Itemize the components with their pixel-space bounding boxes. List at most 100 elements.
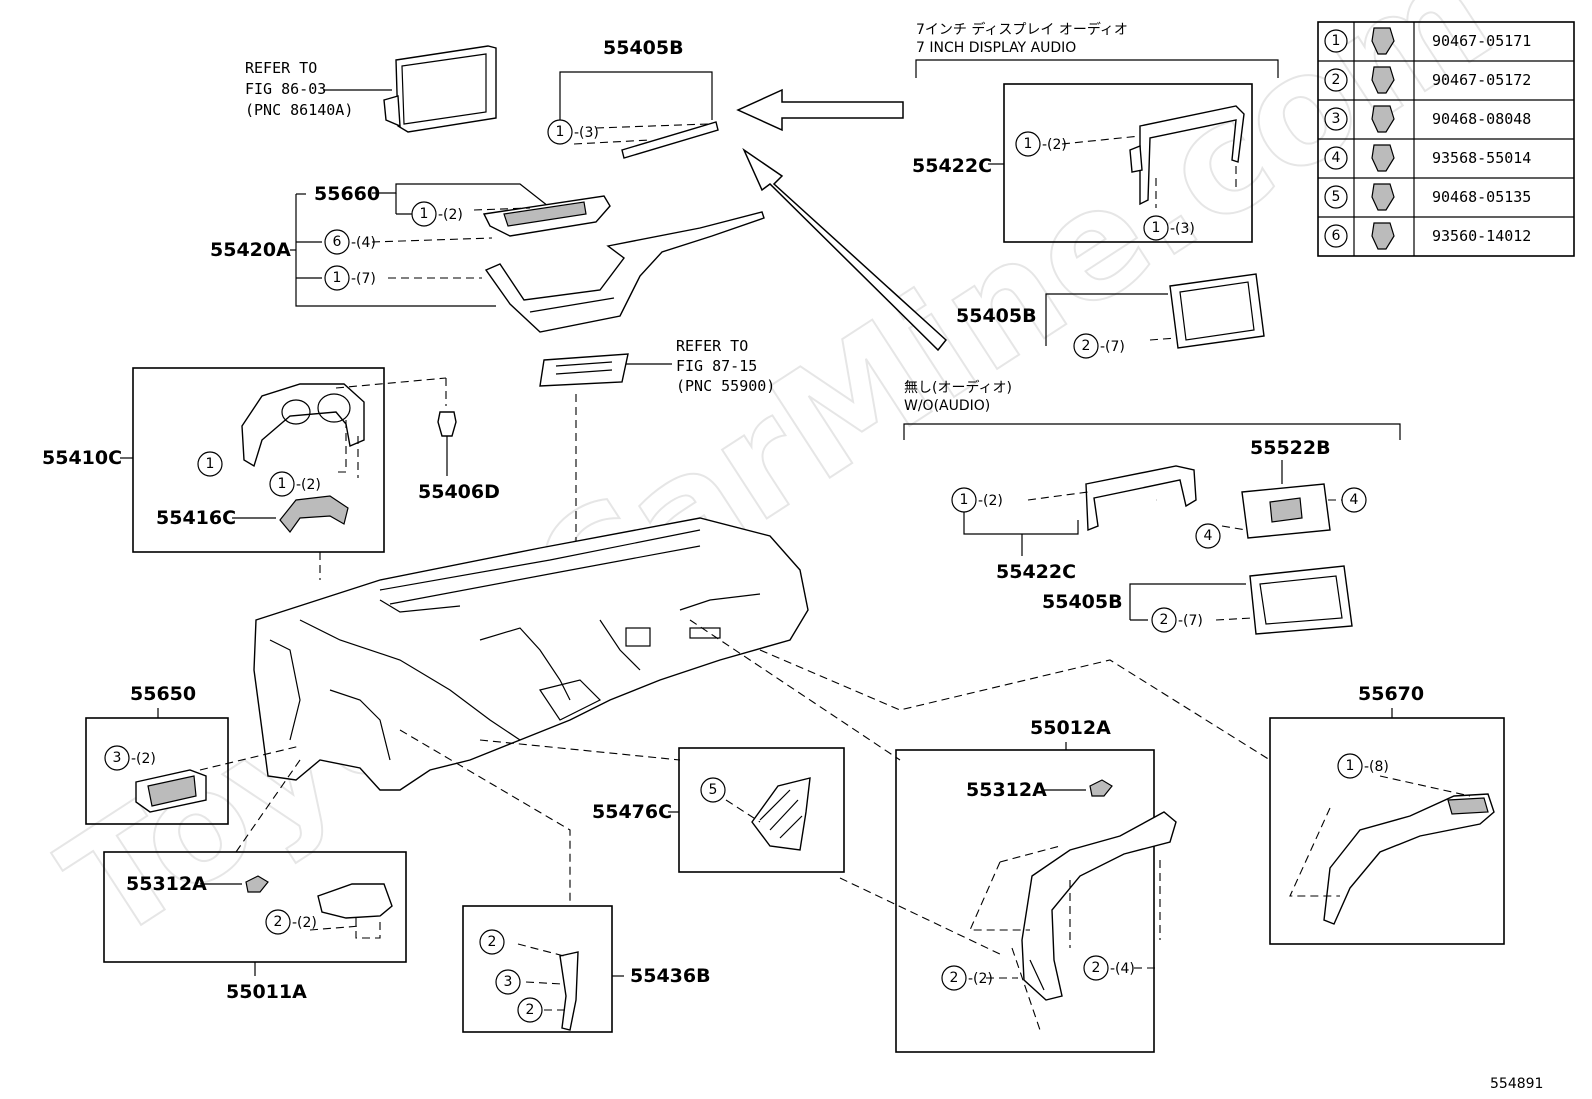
refer2-line-1: REFER TO	[676, 337, 748, 355]
clip-drawing-r	[1089, 779, 1113, 797]
callout: 1 -(3)	[547, 119, 599, 145]
table-row-number: 6	[1332, 228, 1341, 244]
table-row-part-number: 90468-05135	[1432, 188, 1531, 206]
label-55312a-r: 55312A	[966, 779, 1047, 801]
callout-circle	[269, 471, 295, 497]
arrow-diagonal	[742, 147, 948, 352]
callout-quantity: -(8)	[1364, 759, 1389, 775]
label-55436b: 55436B	[630, 965, 711, 987]
table-row-part-number: 93568-55014	[1432, 149, 1531, 167]
refer-line-2: FIG 86-03	[245, 80, 326, 98]
label-55660: 55660	[314, 183, 380, 205]
callout-circle	[547, 119, 573, 145]
instrument-panel-drawing	[253, 517, 809, 791]
table-row-number: 1	[1332, 33, 1341, 49]
fastener-icon	[1371, 105, 1395, 133]
callout-quantity: -(4)	[351, 235, 376, 251]
callout: 1-(2)	[951, 487, 1003, 513]
table-row-number: 5	[1332, 189, 1341, 205]
callout-circle	[1151, 607, 1177, 633]
callout: 1-(2)	[269, 471, 321, 497]
callout-quantity: -(2)	[1042, 137, 1067, 153]
callout-number: 1	[206, 456, 215, 472]
table-row: 6 93560-14012	[1324, 222, 1531, 250]
callout: 4	[1341, 487, 1367, 513]
callout: 2 -(7)	[1151, 607, 1203, 633]
callout-quantity: -(2)	[968, 971, 993, 987]
label-55670: 55670	[1358, 683, 1424, 705]
table-row-part-number: 90467-05171	[1432, 32, 1531, 50]
callout: 3	[495, 969, 521, 995]
callout-circle	[265, 909, 291, 935]
variant-noaudio-en: W/O(AUDIO)	[904, 398, 990, 414]
refer-86-03: REFER TO FIG 86-03 (PNC 86140A)	[245, 59, 392, 119]
table-row-part-number: 93560-14012	[1432, 227, 1531, 245]
callout-number: 2	[950, 970, 959, 986]
label-55405b-top: 55405B	[603, 37, 684, 59]
callout-number: 1	[960, 492, 969, 508]
callout-circle	[324, 265, 350, 291]
figure-id: 554891	[1490, 1076, 1543, 1092]
refer2-line-2: FIG 87-15	[676, 357, 757, 375]
callout-number: 2	[274, 914, 283, 930]
clip-drawing-l	[245, 875, 269, 893]
callouts: 1-(3)1-(2)6-(4)1-(7)11-(2)1-(2)1-(3)2-(7…	[104, 119, 1389, 1023]
bracket-drawing-55436b	[559, 951, 579, 1031]
callout-circle	[197, 451, 223, 477]
table-row-part-number: 90467-05172	[1432, 71, 1531, 89]
callout-circle	[1143, 215, 1169, 241]
bezel-drawing-b	[1249, 565, 1353, 635]
label-55405b-a: 55405B	[956, 305, 1037, 327]
table-row: 5 90468-05135	[1324, 183, 1531, 211]
callout-circle	[411, 201, 437, 227]
callout-circle	[1341, 487, 1367, 513]
callout-number: 1	[556, 124, 565, 140]
callout-number: 3	[113, 750, 122, 766]
refer-line-3: (PNC 86140A)	[245, 101, 353, 119]
callout-quantity: -(7)	[1178, 613, 1203, 629]
callout-number: 2	[1160, 612, 1169, 628]
callout: 1	[197, 451, 223, 477]
side-vent-drawing-l	[135, 769, 207, 813]
callout-number: 2	[1082, 338, 1091, 354]
callout-circle	[1073, 333, 1099, 359]
fastener-icon	[1371, 222, 1395, 250]
callout-circle	[324, 229, 350, 255]
label-55420a: 55420A	[210, 239, 291, 261]
callout-quantity: -(3)	[574, 125, 599, 141]
callout-number: 2	[1092, 960, 1101, 976]
bracket-drawing-a	[1129, 105, 1245, 206]
display-unit-drawing	[383, 45, 497, 133]
label-55476c: 55476C	[592, 801, 672, 823]
callout-quantity: -(2)	[292, 915, 317, 931]
label-55422c-b: 55422C	[996, 561, 1076, 583]
callout-number: 1	[333, 270, 342, 286]
label-55405b-b: 55405B	[1042, 591, 1123, 613]
callout-circle	[941, 965, 967, 991]
lower-finish-panel-drawing	[1021, 811, 1177, 1001]
callout-quantity: -(2)	[131, 751, 156, 767]
callout: 2 -(2)	[265, 909, 317, 935]
callout-number: 1	[1024, 136, 1033, 152]
arrow-left	[736, 88, 904, 132]
lower-panel-drawing-l	[317, 883, 393, 919]
label-55422c-a: 55422C	[912, 155, 992, 177]
callout-number: 4	[1350, 492, 1359, 508]
callout: 1-(3)	[1143, 215, 1195, 241]
callout-quantity: -(7)	[351, 271, 376, 287]
callout: 5	[700, 777, 726, 803]
table-row: 1 90467-05171	[1324, 27, 1531, 55]
variant-7inch-jp: 7インチ ディスプレイ オーディオ	[916, 21, 1128, 38]
garnish-strip-drawing	[621, 121, 719, 159]
callout: 2	[479, 929, 505, 955]
callout-number: 1	[1152, 220, 1161, 236]
callout: 1-(2)	[411, 201, 463, 227]
control-panel-drawing	[539, 353, 629, 387]
bracket-drawing-55476c	[751, 777, 811, 851]
variant-7inch-en: 7 INCH DISPLAY AUDIO	[916, 40, 1076, 56]
table-row-part-number: 90468-08048	[1432, 110, 1531, 128]
